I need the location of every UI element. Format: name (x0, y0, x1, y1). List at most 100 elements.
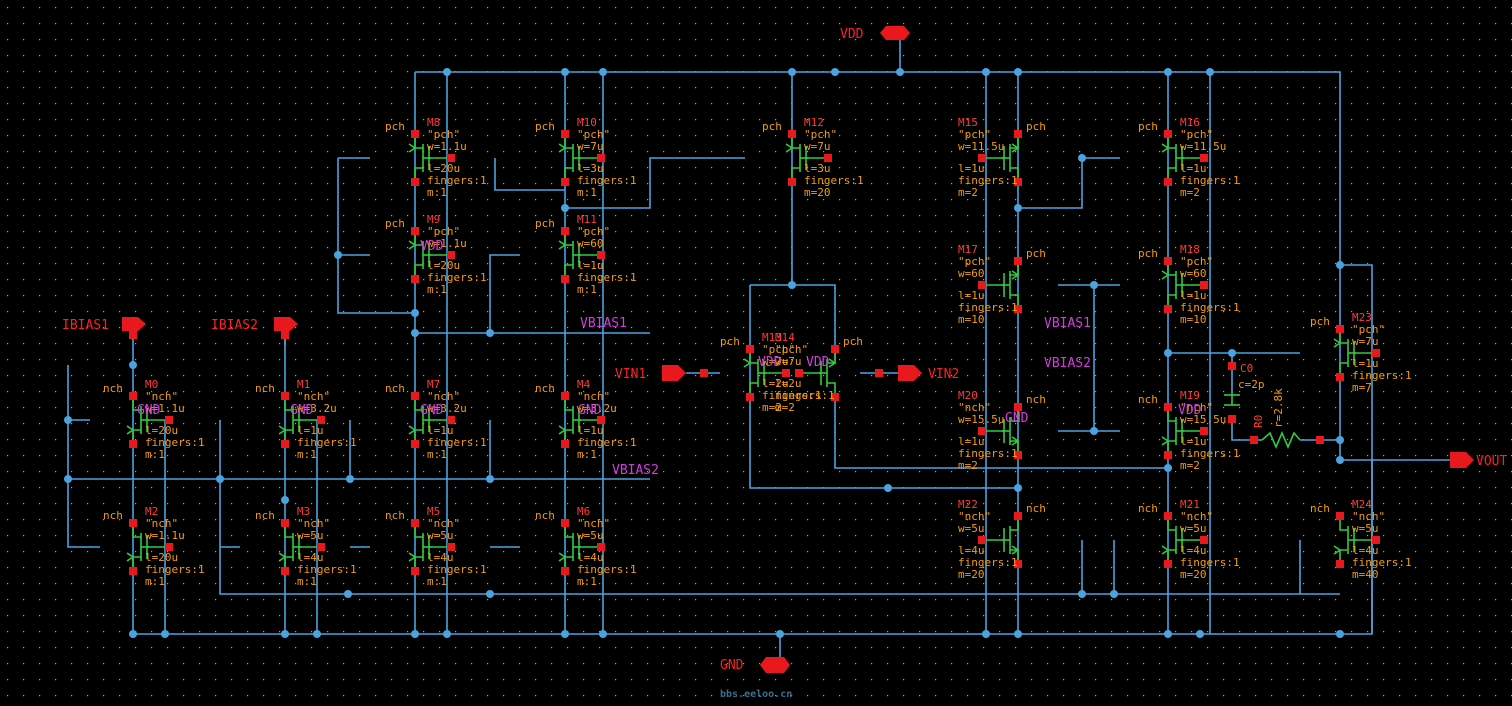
transistor-type: pch (385, 217, 405, 230)
transistor-type: pch (385, 120, 405, 133)
transistor-name: M0 (145, 378, 158, 391)
pin-gnd[interactable]: GND (720, 657, 790, 673)
transistor-name: M4 (577, 378, 591, 391)
transistor-fingers: fingers:1 (427, 271, 487, 284)
transistor-name: M2 (145, 505, 158, 518)
transistor-name: M16 (1180, 116, 1200, 129)
pin-vout[interactable]: VOUT (1450, 452, 1507, 469)
transistor-width: w=1.1u (427, 140, 467, 153)
transistor-length: l=1u (958, 162, 985, 175)
transistor-width: w=7u (762, 355, 789, 368)
transistor-model: "pch" (958, 255, 991, 268)
transistor-multiplier: m:1 (145, 448, 165, 461)
pin-ibias1[interactable]: IBIAS1 (62, 317, 146, 365)
transistor-length: l=1u (1352, 357, 1379, 370)
capacitor-value: c=2p (1238, 378, 1265, 391)
transistor-name: M18 (1180, 243, 1200, 256)
transistor-multiplier: m:1 (427, 575, 447, 588)
transistor-name: M19 (1180, 389, 1200, 402)
transistor-width: w=60 (577, 237, 604, 250)
transistor-multiplier: m=10 (1180, 313, 1207, 326)
transistor-multiplier: m:1 (427, 283, 447, 296)
transistor-model: "pch" (1180, 255, 1213, 268)
transistor-length: l=4u (1180, 544, 1207, 557)
transistor-type: nch (103, 382, 123, 395)
transistor-multiplier: m:1 (297, 448, 317, 461)
pin-vin2[interactable]: VIN2 (860, 365, 959, 382)
transistor-model: "nch" (1352, 510, 1385, 523)
capacitor-c0[interactable]: C0 c=2p (1224, 362, 1265, 423)
transistor-type: nch (1138, 502, 1158, 515)
transistor-length: l=1u (958, 289, 985, 302)
transistor-type: pch (535, 120, 555, 133)
transistor-multiplier: m=2 (762, 401, 782, 414)
net-label-vbias1-left: VBIAS1 (580, 316, 627, 331)
transistor-fingers: fingers:1 (1180, 301, 1240, 314)
resistor-r0[interactable]: R0 r=2.8k (1250, 388, 1324, 450)
transistor-type: pch (843, 335, 863, 348)
transistor-multiplier: m=20 (958, 568, 985, 581)
transistor-multiplier: m:1 (577, 283, 597, 296)
pin-vout-label: VOUT (1476, 454, 1507, 469)
bulk-label-gnd: GND (578, 403, 602, 418)
pin-vin1[interactable]: VIN1 (615, 365, 720, 382)
transistor-width: w=3.2u (297, 402, 337, 415)
transistor-multiplier: m:1 (145, 575, 165, 588)
pin-ibias2[interactable]: IBIAS2 (211, 317, 298, 345)
transistor-width: w=5u (427, 529, 454, 542)
transistor-width: w=60 (958, 267, 985, 280)
transistor-length: l=3u (577, 162, 604, 175)
transistor-model: "nch" (577, 390, 610, 403)
transistor-width: w=7u (775, 355, 802, 368)
transistor-length: l=1u (1180, 435, 1207, 448)
transistor-length: l=4u (1352, 544, 1379, 557)
transistor-name: M21 (1180, 498, 1200, 511)
transistor-type: nch (1026, 502, 1046, 515)
transistor-type: nch (1138, 393, 1158, 406)
transistor-multiplier: m:1 (577, 186, 597, 199)
transistor-width: w=60 (1180, 267, 1207, 280)
transistor-multiplier: m=10 (958, 313, 985, 326)
transistor-type: nch (1026, 393, 1046, 406)
bulk-label-vdd: VDD (758, 355, 782, 370)
bulk-label-vdd: VDD (806, 355, 830, 370)
transistor-name: M11 (577, 213, 597, 226)
transistor-name: M24 (1352, 498, 1372, 511)
transistor-length: l=4u (577, 551, 604, 564)
transistor-fingers: fingers:1 (762, 389, 822, 402)
net-label-vbias1-right: VBIAS1 (1044, 316, 1091, 331)
transistor-multiplier: m=2 (1180, 186, 1200, 199)
pin-vdd[interactable]: VDD (840, 26, 910, 42)
transistor-fingers: fingers:1 (577, 436, 637, 449)
transistor-width: w=7u (577, 140, 604, 153)
resistor-name: R0 (1252, 415, 1265, 428)
transistor-width: w=5u (958, 522, 985, 535)
